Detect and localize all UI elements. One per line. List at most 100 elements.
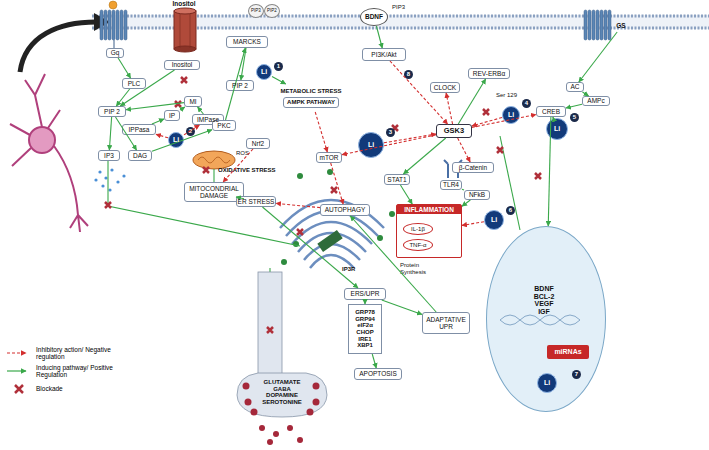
node-text: Li xyxy=(544,379,550,387)
process-box: PLC xyxy=(122,78,146,89)
inducing-arrow xyxy=(566,104,582,108)
node-text: PI3K/Akt xyxy=(371,51,396,58)
inducing-arrow xyxy=(364,300,365,304)
vesicle xyxy=(245,399,252,406)
process-box: REV-ERBα xyxy=(468,68,510,79)
kinase-box: GSK3 xyxy=(436,124,472,138)
mitochondrion xyxy=(193,151,235,169)
ip3-dots xyxy=(94,178,97,181)
node-text: Inositol xyxy=(172,61,193,68)
calcium-ions xyxy=(389,211,395,217)
node-text: miRNAs xyxy=(554,348,581,356)
cytokine-ellipse: IL-1β xyxy=(403,223,433,235)
inhibitory-arrow xyxy=(390,61,448,124)
receptor-channel: GS xyxy=(612,22,630,32)
inducing-arrow xyxy=(458,79,485,124)
inducing-arrow xyxy=(548,117,551,226)
protein-list-box: GRP78 GRP94 eIF2α CHOP IRE1 XBP1 xyxy=(348,304,382,354)
gs-receptor xyxy=(600,10,603,40)
callout-number: 2 xyxy=(186,127,195,136)
endoplasmic-reticulum xyxy=(280,200,384,228)
node-text: PIP 2 xyxy=(232,82,248,89)
synapse-bouton: GLUTAMATE GABA DOPAMINE SEROTONINE xyxy=(236,372,328,418)
blockade-mark xyxy=(105,77,541,415)
neuron-illustration xyxy=(10,74,60,166)
gs-receptor xyxy=(584,10,611,40)
inducing-arrow xyxy=(241,48,246,80)
blockade-mark xyxy=(497,147,503,153)
gs-receptor xyxy=(588,10,591,40)
inducing-arrow xyxy=(462,189,464,191)
node-text: MITOCONDRIAL DAMAGE xyxy=(185,185,243,199)
inducing-arrow xyxy=(579,32,617,82)
ip3-dots xyxy=(98,170,101,173)
blockade-mark xyxy=(297,229,303,235)
gq-receptor xyxy=(124,10,127,40)
process-box: ADAPTATIVE UPR xyxy=(422,312,470,334)
calcium-ions xyxy=(297,173,303,179)
node-text: PIP2 xyxy=(267,9,277,14)
node-text: β-Catenin xyxy=(459,164,487,171)
node-text: Nrf2 xyxy=(252,140,264,147)
inositol-channel xyxy=(174,8,196,14)
node-text: INFLAMMATION xyxy=(397,205,461,214)
released-vesicles xyxy=(297,437,303,443)
inducing-arrow xyxy=(272,76,286,84)
neuron-illustration xyxy=(54,146,88,232)
inhibitory-arrow xyxy=(184,125,199,135)
process-box: CREB xyxy=(536,106,566,117)
gs-receptor xyxy=(584,10,587,40)
process-box: ERS/UPR xyxy=(344,288,386,300)
node-text: GSK3 xyxy=(444,127,464,135)
node-text: ADAPTATIVE UPR xyxy=(423,316,469,330)
blockade-mark xyxy=(181,77,187,83)
vesicle xyxy=(251,409,258,416)
inhibitory-arrow xyxy=(223,149,253,182)
released-vesicles xyxy=(273,431,279,437)
process-box: PIP 2 xyxy=(226,80,254,91)
process-box: MITOCONDRIAL DAMAGE xyxy=(184,182,244,202)
blockade-mark xyxy=(267,327,273,333)
inhibitory-arrow xyxy=(156,134,168,137)
neuron-illustration xyxy=(29,127,55,153)
inducing-arrow xyxy=(126,103,184,110)
node-text: PIP 2 xyxy=(104,108,120,115)
gq-receptor xyxy=(104,10,107,40)
legend-row: Blockade xyxy=(6,380,136,398)
process-box: Inositol xyxy=(164,60,200,70)
released-vesicles xyxy=(259,425,303,445)
process-box: MARCKS xyxy=(226,36,268,48)
inducing-arrow xyxy=(198,107,204,114)
cytokine-ellipse: TNF-α xyxy=(403,239,433,251)
inducing-arrow xyxy=(382,300,422,314)
pathway-wires xyxy=(213,169,214,182)
mitochondrion xyxy=(193,151,235,169)
inducing-arrow xyxy=(120,70,174,106)
inducing-arrow xyxy=(262,207,357,288)
ip3-receptor xyxy=(317,230,342,252)
endoplasmic-reticulum xyxy=(304,244,360,260)
inducing-arrow xyxy=(400,185,412,204)
process-box: IP xyxy=(164,110,180,121)
annotation-label: ROS xyxy=(236,150,252,157)
callout-number: 4 xyxy=(522,99,531,108)
inhibitory-arrow xyxy=(384,134,436,143)
node-text: PLC xyxy=(128,80,141,87)
callout-number: 5 xyxy=(570,113,579,122)
node-text: IP xyxy=(169,112,175,119)
process-box: IPPasa xyxy=(122,124,156,135)
node-text: Li xyxy=(508,111,514,119)
bouton-shape xyxy=(237,373,327,417)
mitochondrion xyxy=(198,157,230,163)
node-text: IP3 xyxy=(104,152,114,159)
pathway-wires xyxy=(108,161,300,246)
legend-sample xyxy=(6,348,32,358)
callout-number: 6 xyxy=(506,206,515,215)
ip3-dots xyxy=(94,168,125,191)
gs-receptor xyxy=(592,10,595,40)
process-box: CLOCK xyxy=(430,82,460,93)
node-text: CREB xyxy=(542,108,560,115)
inhibitory-arrow xyxy=(472,115,536,128)
process-box: MI xyxy=(184,96,202,107)
